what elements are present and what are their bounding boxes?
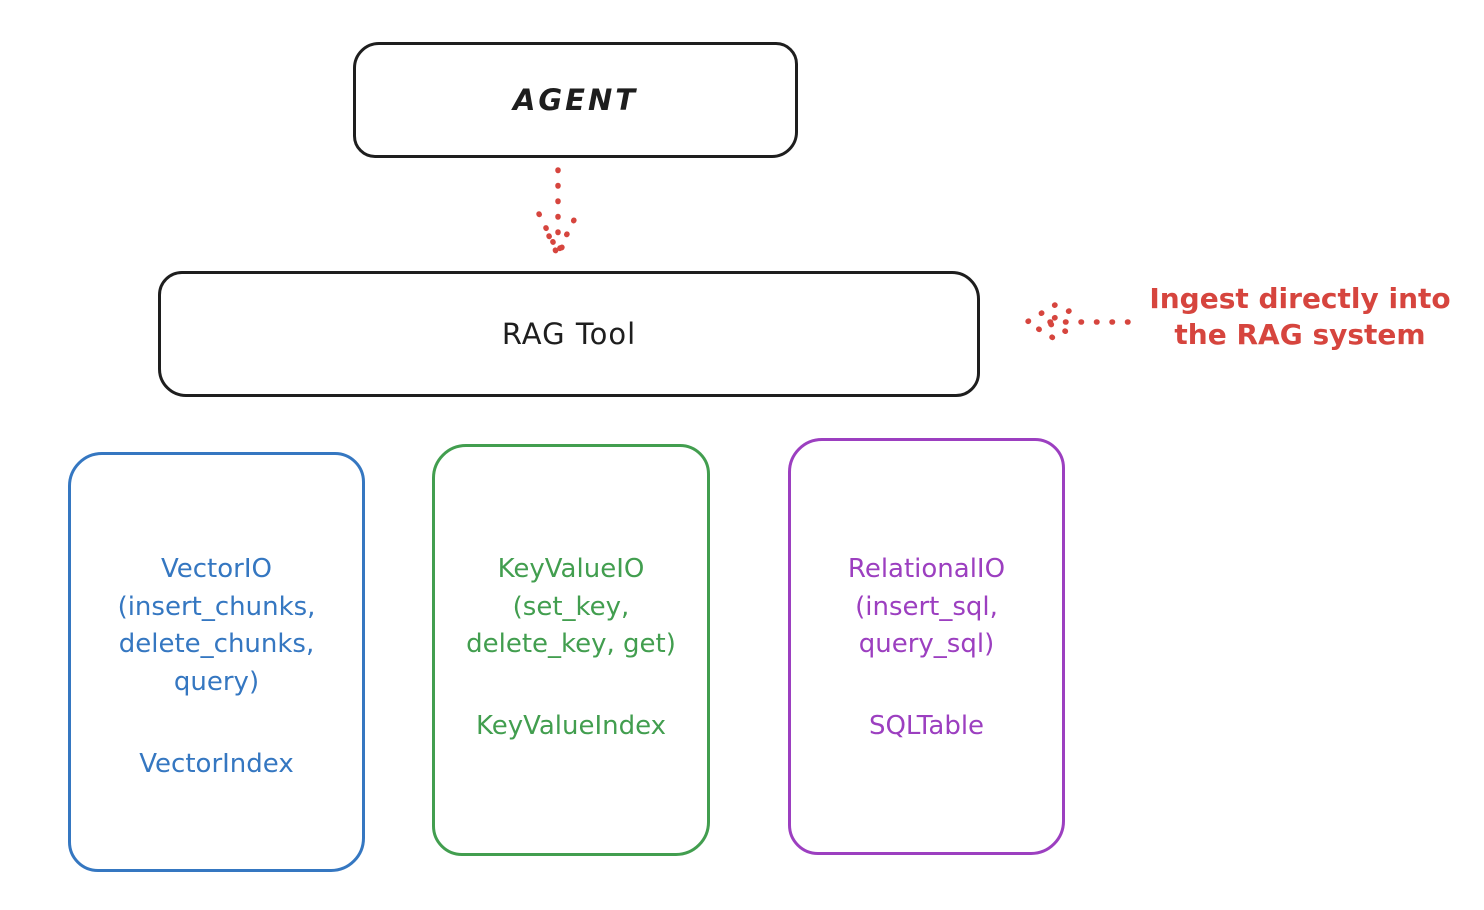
keyvalue-io-node: KeyValueIO (set_key, delete_key, get) Ke… xyxy=(432,444,710,856)
agent-label: AGENT xyxy=(512,83,639,117)
vector-io-node: VectorIO (insert_chunks, delete_chunks, … xyxy=(68,452,365,872)
ingest-annotation: Ingest directly into the RAG system xyxy=(1149,282,1451,352)
keyvalue-io-api-label: KeyValueIO (set_key, delete_key, get) xyxy=(466,554,676,660)
vector-index-label: VectorIndex xyxy=(139,748,294,779)
keyvalue-index-label: KeyValueIndex xyxy=(475,711,667,742)
rag-tool-label: RAG Tool xyxy=(501,317,637,351)
agent-to-ragtool-arrow xyxy=(536,167,580,259)
rag-tool-node: RAG Tool xyxy=(158,271,980,397)
relational-io-node: RelationalIO (insert_sql, query_sql) SQL… xyxy=(788,438,1065,855)
annotation-to-ragtool-arrow xyxy=(1024,302,1131,342)
sql-table-label: SQLTable xyxy=(868,711,985,742)
vector-io-api-label: VectorIO (insert_chunks, delete_chunks, … xyxy=(117,554,316,698)
relational-io-api-label: RelationalIO (insert_sql, query_sql) xyxy=(847,554,1006,660)
agent-node: AGENT xyxy=(353,42,798,158)
